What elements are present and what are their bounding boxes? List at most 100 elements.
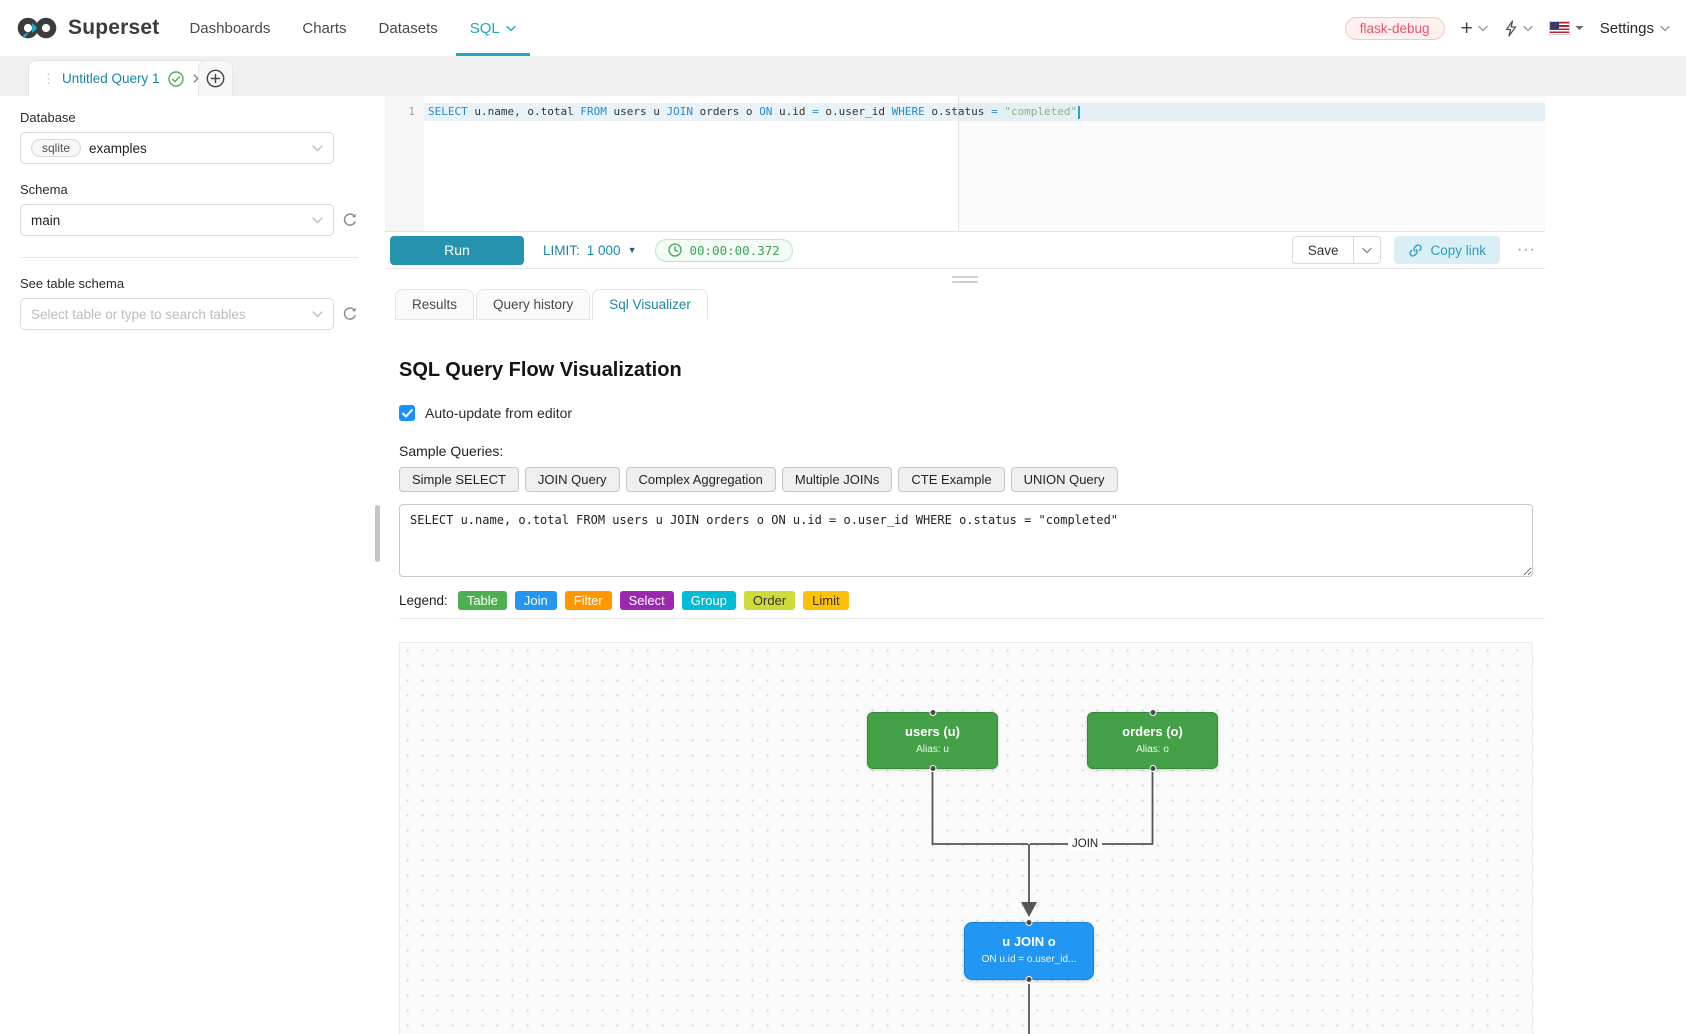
tab-sql-visualizer[interactable]: Sql Visualizer xyxy=(592,289,708,320)
schema-select[interactable]: main xyxy=(20,204,334,236)
superset-logo[interactable]: Superset xyxy=(16,15,159,41)
sql-token: "completed" xyxy=(1004,105,1078,118)
page-title: SQL Query Flow Visualization xyxy=(399,359,682,381)
nav-item-sql[interactable]: SQL xyxy=(454,0,532,56)
refresh-tables-icon[interactable] xyxy=(342,306,358,322)
chevron-down-icon xyxy=(312,139,323,157)
chevron-down-icon xyxy=(312,305,323,323)
flow-node-users[interactable]: users (u) Alias: u xyxy=(867,709,998,772)
chevron-down-icon xyxy=(1523,25,1533,32)
caret-down-icon xyxy=(1575,25,1584,31)
lightning-icon xyxy=(1505,19,1516,37)
save-button[interactable]: Save xyxy=(1291,236,1355,264)
nav-item-datasets[interactable]: Datasets xyxy=(363,0,454,56)
node-title: orders (o) xyxy=(1122,724,1183,739)
editor-active-line xyxy=(424,103,1545,121)
navbar-right: flask-debug + Settings xyxy=(1344,16,1670,40)
sample-queries-label: Sample Queries: xyxy=(399,443,504,459)
refresh-schema-icon[interactable] xyxy=(342,212,358,228)
query-textarea[interactable]: SELECT u.name, o.total FROM users u JOIN… xyxy=(399,504,1533,577)
sql-token: FROM xyxy=(580,105,607,118)
node-subtitle: Alias: u xyxy=(916,744,949,755)
limit-dropdown[interactable]: LIMIT: 1 000 ▼ xyxy=(543,243,636,258)
sample-query-button-multiple-joins[interactable]: Multiple JOINs xyxy=(781,467,893,492)
copy-link-button[interactable]: Copy link xyxy=(1394,236,1501,264)
sqllab-sidebar: Database sqlite examples Schema main See… xyxy=(0,96,378,1034)
run-button[interactable]: Run xyxy=(390,235,524,265)
node-handle[interactable] xyxy=(1149,765,1156,772)
plus-icon: + xyxy=(1460,16,1473,40)
drag-handle-icon[interactable]: ⋮ xyxy=(42,70,55,86)
database-select[interactable]: sqlite examples xyxy=(20,132,334,164)
superset-infinity-icon xyxy=(17,17,57,39)
nav-item-label: SQL xyxy=(469,19,500,37)
node-handle[interactable] xyxy=(929,765,936,772)
sql-visualizer-panel: SQL Query Flow Visualization Auto-update… xyxy=(385,359,1545,1034)
node-title: u JOIN o xyxy=(1002,934,1056,949)
sample-query-button-cte-example[interactable]: CTE Example xyxy=(898,467,1005,492)
limit-label: LIMIT: xyxy=(543,242,580,258)
flow-node-orders[interactable]: orders (o) Alias: o xyxy=(1087,709,1218,772)
sql-code-line: SELECT u.name, o.total FROM users u JOIN… xyxy=(428,103,1081,121)
content-divider xyxy=(399,618,1545,619)
editor-print-margin xyxy=(958,96,959,231)
table-select[interactable]: Select table or type to search tables xyxy=(20,298,334,330)
sql-token: o.user_id xyxy=(818,105,892,118)
settings-label: Settings xyxy=(1599,19,1654,37)
legend-badge-table: Table xyxy=(457,591,507,610)
nav-item-dashboards[interactable]: Dashboards xyxy=(173,0,286,56)
tab-query-history[interactable]: Query history xyxy=(476,289,591,320)
legend-badge-group: Group xyxy=(681,591,736,610)
sample-query-button-simple-select[interactable]: Simple SELECT xyxy=(399,467,519,492)
sql-token: WHERE xyxy=(891,105,925,118)
more-options-icon[interactable]: ··· xyxy=(1517,241,1536,258)
flow-node-join[interactable]: u JOIN o ON u.id = o.user_id... xyxy=(964,919,1094,983)
tab-results[interactable]: Results xyxy=(395,289,475,320)
node-handle[interactable] xyxy=(1025,976,1033,983)
query-tabstrip: ⋮ Untitled Query 1 ✕ xyxy=(0,56,1686,96)
auto-update-checkbox-row[interactable]: Auto-update from editor xyxy=(399,405,1545,421)
saved-check-icon xyxy=(167,70,184,87)
sample-query-button-complex-aggregation[interactable]: Complex Aggregation xyxy=(625,467,776,492)
add-query-tab-button[interactable] xyxy=(198,60,233,96)
checkbox-checked-icon[interactable] xyxy=(399,405,415,421)
pane-resize-handle[interactable] xyxy=(952,276,978,286)
editor-toolbar: Run LIMIT: 1 000 ▼ 00:00:00.372 Save xyxy=(385,232,1545,269)
sql-editor[interactable]: 1 SELECT u.name, o.total FROM users u JO… xyxy=(385,96,1545,232)
text-cursor xyxy=(1078,105,1081,119)
sample-query-button-union-query[interactable]: UNION Query xyxy=(1010,467,1118,492)
sql-token: u.id xyxy=(772,105,813,118)
new-item-button[interactable]: + xyxy=(1461,18,1488,39)
settings-menu[interactable]: Settings xyxy=(1600,20,1670,37)
legend-badge-limit: Limit xyxy=(803,591,849,610)
node-handle[interactable] xyxy=(929,709,936,716)
chevron-down-icon xyxy=(1660,25,1670,32)
node-subtitle: ON u.id = o.user_id... xyxy=(981,954,1077,965)
flow-canvas[interactable]: users (u) Alias: u orders (o) Alias: o u… xyxy=(399,642,1533,1034)
pane-scrollbar[interactable] xyxy=(375,505,380,562)
nav-item-label: Dashboards xyxy=(189,19,271,37)
save-dropdown-caret[interactable] xyxy=(1354,236,1382,264)
sql-token: u.name, o.total xyxy=(467,105,581,118)
language-picker[interactable] xyxy=(1548,21,1584,35)
chevron-down-icon xyxy=(312,211,323,229)
auto-update-label: Auto-update from editor xyxy=(425,405,573,421)
query-status-button[interactable] xyxy=(1504,19,1533,37)
timer-value: 00:00:00.372 xyxy=(689,242,780,258)
splitter-row xyxy=(385,269,1545,289)
node-handle[interactable] xyxy=(1025,919,1033,926)
node-title: users (u) xyxy=(905,724,960,739)
node-handle[interactable] xyxy=(1149,709,1156,716)
nav-item-charts[interactable]: Charts xyxy=(286,0,362,56)
plus-circle-icon xyxy=(206,69,225,88)
query-tab[interactable]: ⋮ Untitled Query 1 ✕ xyxy=(28,60,219,96)
database-label: Database xyxy=(20,110,76,125)
sql-token: orders o xyxy=(692,105,760,118)
sample-query-button-join-query[interactable]: JOIN Query xyxy=(524,467,620,492)
editor-gutter: 1 xyxy=(385,96,424,231)
legend-badge-order: Order xyxy=(743,591,796,610)
chevron-down-icon xyxy=(1478,25,1488,32)
nav-item-label: Datasets xyxy=(378,19,438,37)
